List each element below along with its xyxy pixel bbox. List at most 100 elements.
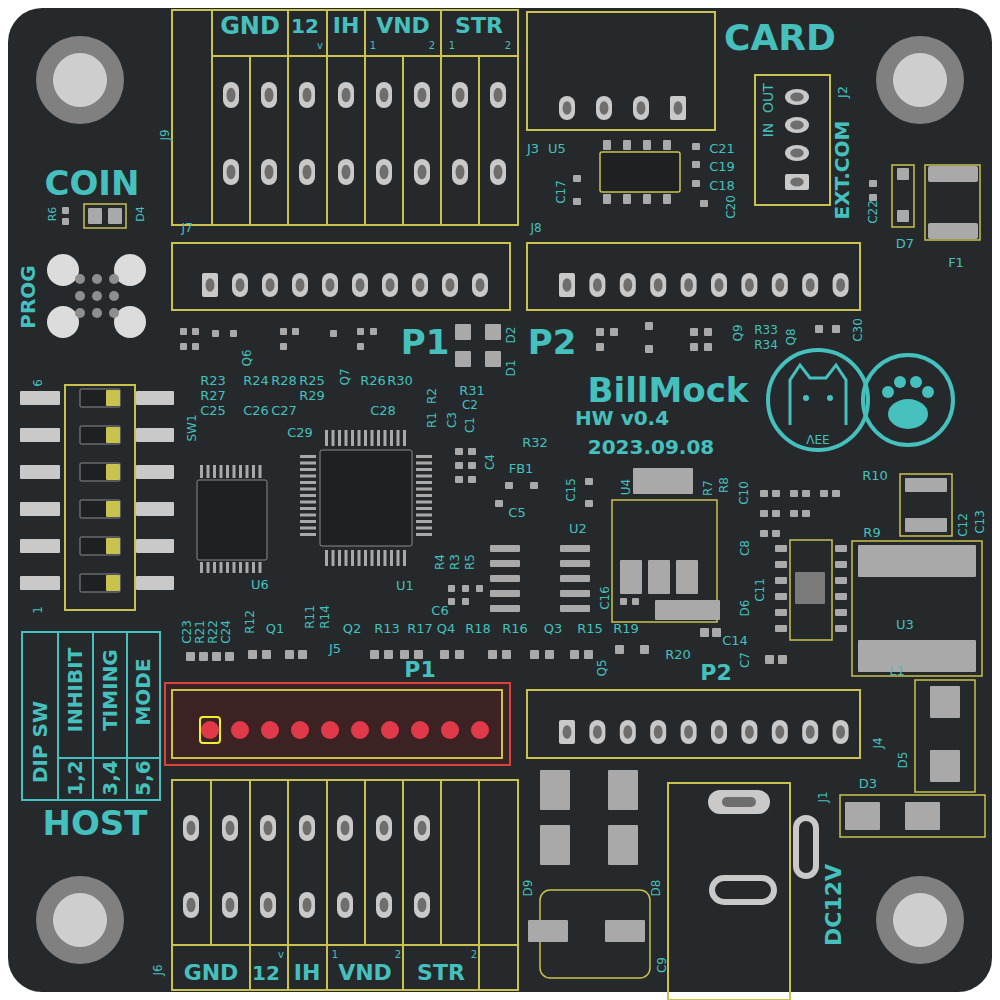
- smd-pad: [528, 920, 568, 942]
- through-hole-pad: [292, 273, 308, 297]
- through-hole-pad: [785, 145, 809, 161]
- through-hole-pad: [833, 720, 849, 744]
- mounting-hole: [893, 893, 947, 947]
- prog-pin: [109, 274, 119, 284]
- through-hole-pad: [376, 892, 392, 918]
- smd-pad: [462, 598, 469, 605]
- logo-ring: [768, 350, 868, 450]
- silkscreen-label: 1,2: [65, 760, 85, 795]
- jack-pad: [708, 790, 770, 814]
- smd-pad: [620, 560, 642, 594]
- fuse-outline: [925, 165, 980, 240]
- drill-hole: [715, 725, 724, 738]
- smd-pad: [573, 198, 581, 205]
- ic-pin: [300, 533, 316, 536]
- prog-pin: [75, 274, 85, 284]
- ic-pin: [377, 550, 380, 566]
- silkscreen-label: 2023.09.08: [588, 437, 715, 457]
- smd-pad: [802, 490, 810, 497]
- smd-pad: [775, 593, 787, 600]
- drill-hole: [790, 121, 803, 130]
- silkscreen-label: R4: [434, 554, 446, 570]
- switch-pad: [20, 391, 60, 405]
- through-hole-pad: [299, 892, 315, 918]
- silkscreen-label: MODE: [133, 658, 153, 725]
- silkscreen-label: VND: [376, 15, 430, 37]
- drill-hole: [637, 101, 646, 114]
- smd-pad: [897, 210, 909, 222]
- smd-pad: [180, 328, 187, 335]
- ic-pin: [397, 550, 400, 566]
- ic-pin: [213, 465, 216, 478]
- smd-pad: [292, 328, 299, 335]
- silkscreen-label: 12: [252, 963, 280, 983]
- silkscreen-label: R28: [271, 374, 297, 387]
- smd-pad: [584, 650, 593, 659]
- ic-pin: [416, 514, 432, 517]
- outline-line: [440, 10, 442, 225]
- silkscreen-label: 2: [429, 41, 435, 51]
- mounting-hole-ring: [36, 876, 124, 964]
- silkscreen-label: INHIBIT: [65, 648, 85, 733]
- through-hole-pad: [222, 892, 238, 918]
- silkscreen-label: PROG: [18, 265, 38, 328]
- silkscreen-label: Q8: [785, 328, 797, 345]
- smd-pad: [485, 324, 501, 340]
- silkscreen-label: Q6: [241, 349, 253, 366]
- switch-slot: [80, 537, 120, 555]
- smd-pad: [692, 143, 700, 150]
- smd-pad: [199, 652, 208, 661]
- ic-pin: [364, 430, 367, 446]
- silkscreen-label: C19: [709, 160, 735, 173]
- through-hole-pad: [452, 159, 468, 185]
- table-line: [92, 632, 94, 800]
- drill-hole: [745, 725, 754, 738]
- smd-pad: [690, 343, 698, 351]
- drill-hole: [456, 88, 465, 103]
- prog-pin: [75, 308, 85, 318]
- silkscreen-label: HW v0.4: [575, 408, 669, 428]
- through-hole-pad: [337, 815, 353, 841]
- prog-pin: [75, 291, 85, 301]
- smd-pad: [700, 628, 709, 637]
- silkscreen-label: R6: [47, 207, 58, 222]
- silkscreen-label: U6: [251, 578, 269, 591]
- smd-pad: [608, 825, 638, 865]
- prog-pin: [92, 308, 102, 318]
- smd-pad: [298, 650, 307, 659]
- mounting-hole-ring: [36, 36, 124, 124]
- ic-pin: [384, 550, 387, 566]
- silkscreen-label: OUT: [761, 83, 775, 113]
- switch-toggle: [106, 464, 120, 480]
- switch-toggle: [106, 538, 120, 554]
- drill-hole: [790, 178, 803, 187]
- ic-pin: [252, 562, 255, 573]
- ic-pin: [300, 468, 316, 471]
- drill-hole: [303, 821, 312, 836]
- drill-hole: [264, 898, 273, 913]
- drill-hole: [187, 821, 196, 836]
- prog-pin: [109, 308, 119, 318]
- highlighted-pad: [201, 721, 219, 739]
- smd-pad: [180, 343, 187, 350]
- jack-slot: [722, 797, 756, 807]
- logo-ring: [863, 355, 953, 445]
- smd-pad: [192, 328, 199, 335]
- ic-pin: [416, 475, 432, 478]
- through-hole-pad: [338, 159, 354, 185]
- smd-pad: [455, 324, 471, 340]
- through-hole-pad: [223, 159, 239, 185]
- smd-pad: [775, 545, 787, 552]
- connector-outline: [527, 12, 715, 130]
- smd-pad: [790, 490, 798, 497]
- drill-hole: [745, 278, 754, 291]
- drill-hole: [187, 898, 196, 913]
- smd-pad: [704, 328, 712, 336]
- ic-pin: [345, 430, 348, 446]
- switch-slot: [80, 389, 120, 407]
- silkscreen-label: R27: [200, 389, 226, 402]
- silkscreen-label: R15: [577, 622, 603, 635]
- silkscreen-label: R32: [522, 436, 548, 449]
- ic-pin: [371, 430, 374, 446]
- switch-outline: [65, 385, 135, 610]
